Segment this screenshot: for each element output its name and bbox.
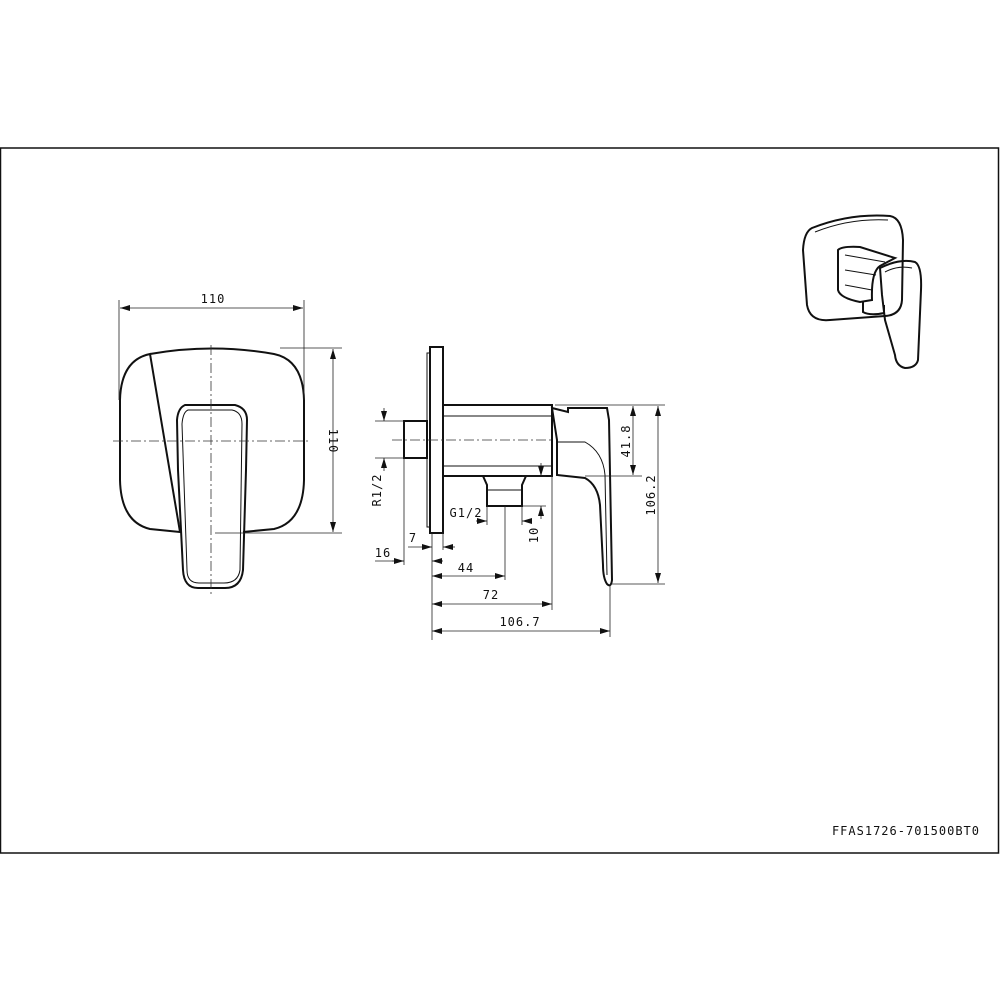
valve-body [442,404,553,477]
cover-plate [119,347,305,534]
inlet-stub [403,420,428,459]
sheet-border [0,147,1000,854]
dim-total-height-label: 106.2 [644,474,658,515]
side-view: R1/2 7 16 G1/2 10 44 72 106.7 [370,346,665,640]
side-lever [550,406,614,587]
front-lever-inner [181,409,243,584]
dim-total-depth-label: 106.7 [499,615,540,629]
dim-height-label: 110 [326,429,340,454]
dim-outlet-thread-label: G1/2 [450,506,483,520]
dim-plate-thickness-label: 7 [409,531,417,545]
dim-width-label: 110 [201,292,226,306]
dim-outlet-position-label: 44 [458,561,474,575]
outlet-connector [482,475,527,507]
iso-valve-body [837,245,898,304]
iso-outlet [862,302,885,316]
iso-cover-plate [801,214,905,322]
dim-lever-height-label: 41.8 [619,425,633,458]
dim-inlet-thread-label: R1/2 [370,474,384,507]
front-view: 110 110 [113,292,342,596]
dim-outlet-height-label: 10 [527,527,541,543]
iso-lever [878,259,923,370]
front-lever [175,404,249,589]
isometric-view [801,214,923,370]
dim-body-length-label: 72 [483,588,499,602]
part-number: FFAS1726-701500BT0 [832,824,980,838]
dim-inlet-length-label: 16 [375,546,391,560]
